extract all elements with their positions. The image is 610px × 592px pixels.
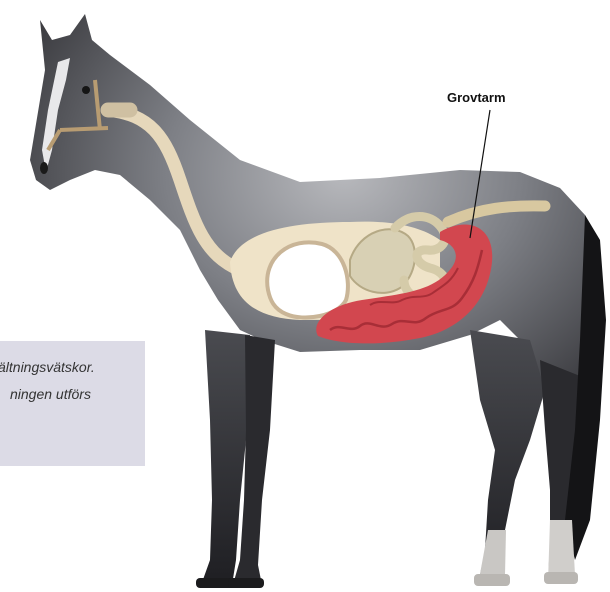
horse-nostril (40, 162, 48, 174)
horse-eye (82, 86, 90, 94)
stomach (267, 242, 348, 317)
hoof-hind-right (544, 572, 578, 584)
hind-leg-left (470, 330, 545, 585)
label-grovtarm: Grovtarm (447, 90, 506, 105)
hoof-hind-left (474, 574, 510, 586)
hoof-front-right (228, 578, 264, 588)
